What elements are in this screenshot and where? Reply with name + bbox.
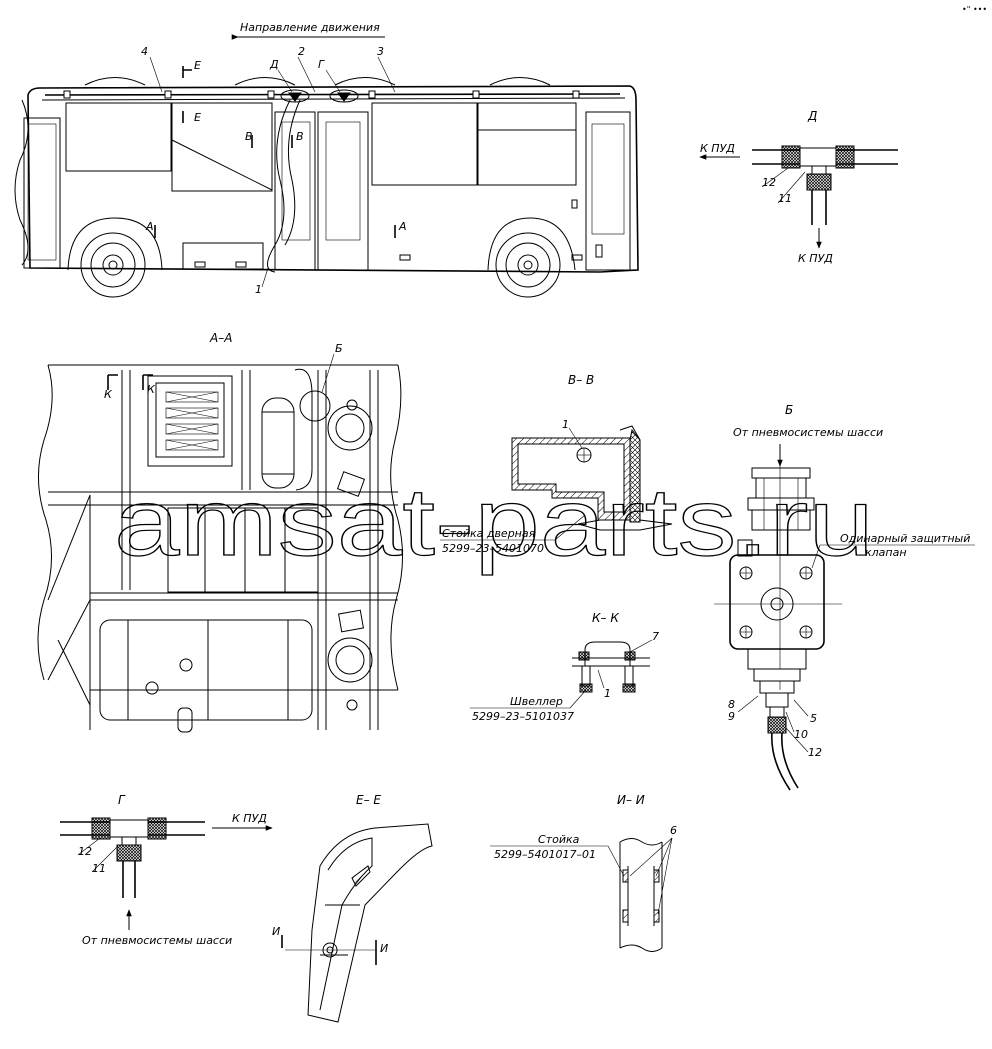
section-aa: А–А <box>37 331 403 733</box>
callout-d: Д <box>269 58 279 71</box>
detail-d-num-12: 12 <box>762 176 776 189</box>
mark-e-bottom: Е <box>194 111 201 124</box>
rear-wheel <box>495 232 561 298</box>
section-ii: И– И 6 Стойка 5299–5401017–01 <box>490 793 677 952</box>
mark-e-top: Е <box>194 59 201 72</box>
section-aa-callout-b: Б <box>335 342 343 355</box>
section-ee-title: Е– Е <box>356 793 381 807</box>
section-ee-i-right: И <box>380 942 388 955</box>
mark-a-left: А <box>145 220 154 233</box>
direction-label: Направление движения <box>240 21 380 34</box>
section-vv-title: В– В <box>568 373 594 387</box>
detail-g-title: Г <box>118 793 126 807</box>
detail-b-from-label: От пневмосистемы шасси <box>733 426 883 439</box>
pipe-clips <box>63 90 580 99</box>
section-kk-num-1: 1 <box>604 687 611 700</box>
detail-b-valve-label-2: клапан <box>865 546 907 559</box>
section-vv-post-code: 5299–23–5401070 <box>442 542 544 555</box>
detail-d: Д К ПУД К ПУД 12 11 <box>699 109 898 265</box>
section-ii-num-6: 6 <box>670 824 677 837</box>
section-kk-channel-code: 5299–23–5101037 <box>472 710 574 723</box>
section-ii-post-label: Стойка <box>538 833 580 846</box>
detail-g: Г К ПУД 12 11 От пневмосистемы шасси <box>60 793 273 947</box>
detail-b-title: Б <box>785 403 793 417</box>
section-aa-k-left: К <box>104 388 113 401</box>
detail-b-num-12: 12 <box>808 746 822 759</box>
corner-mark: •" ••• <box>962 5 987 14</box>
callout-1: 1 <box>255 283 262 296</box>
section-vv: В– В 1 Стойка дверная 5299–23–5401070 <box>440 373 673 555</box>
detail-g-num-12: 12 <box>78 845 92 858</box>
detail-g-from-label: От пневмосистемы шасси <box>82 934 232 947</box>
mark-a-right: А <box>398 220 407 233</box>
mark-v-left: В <box>245 130 253 143</box>
detail-g-to-pud: К ПУД <box>232 812 267 825</box>
detail-b-num-8: 8 <box>728 698 735 711</box>
section-vv-num-1: 1 <box>562 418 569 431</box>
detail-g-num-11: 11 <box>92 862 106 875</box>
watermark: amsat-parts.ru <box>114 469 874 576</box>
detail-b-num-9: 9 <box>728 710 735 723</box>
section-aa-k-right: К <box>147 383 156 396</box>
section-kk: К– К 7 1 Швеллер 5299–23–5101037 <box>470 611 659 723</box>
section-vv-post-label: Стойка дверная <box>442 527 536 540</box>
section-ee: Е– Е И И <box>272 793 433 1023</box>
mark-v-right: В <box>296 130 304 143</box>
section-kk-title: К– К <box>592 611 619 625</box>
detail-b: Б От пневмосистемы шасси Одинарный защит… <box>714 403 975 791</box>
callout-4: 4 <box>141 45 148 58</box>
roof-air-pipe <box>44 93 621 96</box>
detail-b-num-5: 5 <box>810 712 817 725</box>
bus-side-view: Направление движения <box>14 21 639 298</box>
callout-2: 2 <box>298 45 305 58</box>
section-aa-title: А–А <box>209 331 232 345</box>
section-ii-title: И– И <box>617 793 645 807</box>
detail-d-to-pud-left: К ПУД <box>700 142 735 155</box>
detail-d-title: Д <box>807 109 817 123</box>
section-kk-num-7: 7 <box>652 630 659 643</box>
callout-g: Г <box>318 58 325 71</box>
section-kk-channel-label: Швеллер <box>510 695 563 708</box>
detail-d-to-pud-bottom: К ПУД <box>798 252 833 265</box>
detail-d-num-11: 11 <box>778 192 792 205</box>
callout-3: 3 <box>377 45 384 58</box>
section-ee-i-left: И <box>272 925 280 938</box>
detail-b-valve-label-1: Одинарный защитный <box>840 532 970 545</box>
front-wheel <box>80 232 146 298</box>
detail-b-num-10: 10 <box>794 728 808 741</box>
section-ii-post-code: 5299–5401017–01 <box>494 848 596 861</box>
